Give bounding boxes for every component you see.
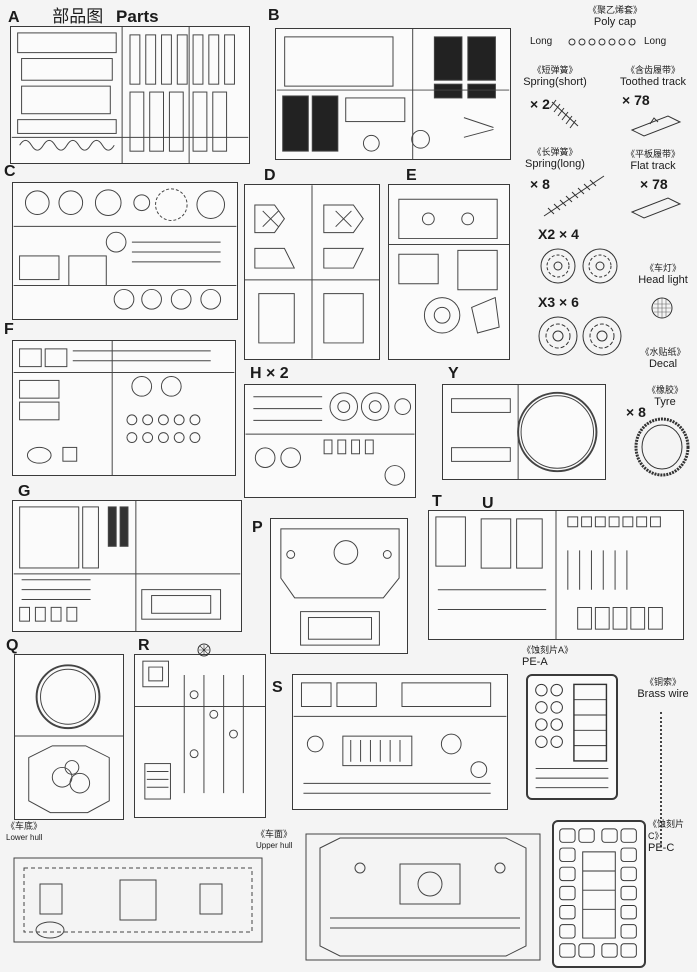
upper-hull-drawing [305,833,541,961]
flat-track-qty: × 78 [640,176,668,192]
sprue-d-drawing [245,185,379,359]
sprue-label-u: U [482,495,494,512]
r-ring-icon [197,643,211,657]
sprue-s [292,674,508,810]
sprue-h [244,384,416,498]
sprue-label-q: Q [6,637,19,654]
sprue-d [244,184,380,360]
title-cn: 部品图 [52,7,104,26]
sprue-g [12,500,242,632]
pe-a-caption: 《蚀刻片A》 PE-A [522,645,574,668]
sprue-q-drawing [15,664,123,814]
toothed-track-icon [630,115,682,137]
page-title: A 部品图 Parts [8,2,159,27]
sprue-b [275,28,511,160]
poly-cap-long-left: Long [530,36,553,47]
sprue-e [388,184,510,360]
poly-cap-long-right: Long [644,36,667,47]
spring-short-icon [549,99,579,129]
flat-track-icon [630,197,682,219]
sprue-label-g: G [18,483,31,500]
head-light-caption: 《车灯》 Head light [638,263,688,286]
sprue-t-u-drawing [435,511,663,639]
sprue-p [270,518,408,654]
poly-cap-icon [568,38,636,46]
spring-long-icon [543,175,605,217]
sprue-label-c: C [4,163,16,180]
sprue-h-drawing [245,392,415,486]
x2-label: X2 × 4 [538,226,579,242]
spring-long-qty: × 8 [530,176,550,192]
sprue-label-r: R [138,637,150,654]
sprue-r [134,654,266,818]
upper-hull-caption: 《车面》 Upper hull [256,829,293,850]
spring-long-caption: 《长弹簧》 Spring(long) [525,147,585,170]
sprue-label-p: P [252,519,263,536]
sprue-label-y: Y [448,365,459,382]
sprue-label-e: E [406,167,417,184]
sprue-y-drawing [451,385,598,479]
tyre-caption: 《橡胶》 Tyre [646,385,683,408]
lower-hull [10,844,268,954]
sprue-p-drawing [280,528,400,646]
poly-cap-caption: 《聚乙烯套》 Poly cap [587,5,642,28]
pe-c-caption: 《蚀刻片C》 PE-C [648,819,685,854]
pe-a-fret [526,674,618,800]
sprue-e-drawing [389,198,509,334]
spring-short-qty: × 2 [530,96,550,112]
flat-track-caption: 《平板履带》 Flat track [625,149,680,172]
sprue-g-drawing [13,501,241,631]
sprue-label-b: B [268,7,280,24]
sprue-a-drawing [11,27,249,163]
lower-hull-caption: 《车底》 Lower hull [6,821,43,842]
tyre-icon [634,417,690,477]
sprue-t-u [428,510,684,640]
title-en: Parts [116,7,159,26]
sprue-y [442,384,606,480]
x3-label: X3 × 6 [538,294,579,310]
sprue-label-f: F [4,321,14,338]
decal-caption: 《水贴纸》 Decal [640,347,686,370]
sprue-b-drawing [276,29,510,159]
spring-short-caption: 《短弹簧》 Spring(short) [523,65,587,88]
pe-a-drawing [535,683,609,789]
sprue-c-drawing [13,188,237,310]
brass-wire-icon [660,712,662,847]
sprue-label-t: T [432,493,442,510]
head-light-icon [651,297,673,319]
tyre-qty: × 8 [626,404,646,420]
toothed-track-caption: 《含齿履带》 Toothed track [619,65,687,88]
sprue-label-h: H × 2 [250,365,289,382]
sprue-a [10,26,250,164]
x2-wheel-icons [540,248,618,284]
brass-wire-caption: 《铜索》 Brass wire [637,677,689,700]
upper-hull [300,828,546,966]
toothed-track-qty: × 78 [622,92,650,108]
x3-wheel-icons [538,316,622,356]
sprue-s-drawing [293,682,507,794]
pe-c-fret [552,820,646,968]
sprue-label-d: D [264,167,276,184]
lower-hull-drawing [13,857,263,943]
sprue-c [12,182,238,320]
sprue-f-drawing [13,341,235,475]
sprue-label-s: S [272,679,283,696]
pe-c-drawing [559,828,637,958]
sprue-q [14,654,124,820]
sprue-f [12,340,236,476]
sprue-r-drawing [135,660,265,800]
sprue-label-a: A [8,9,20,26]
